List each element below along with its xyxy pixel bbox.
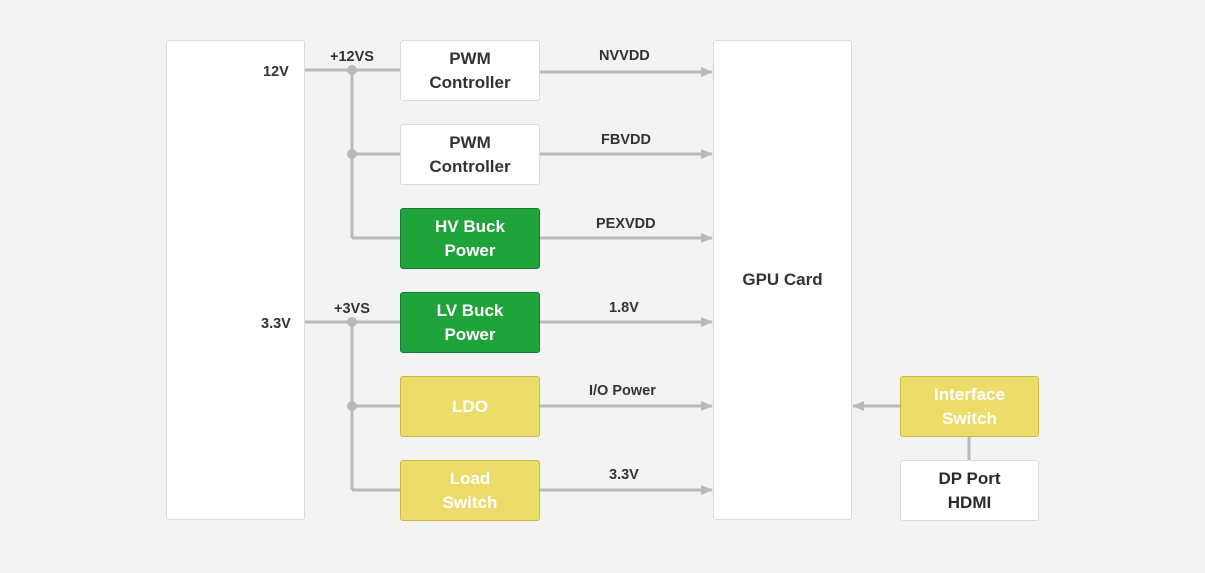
gpu-card-label: GPU Card — [742, 270, 823, 289]
power-source-block — [166, 40, 305, 520]
junction-dot — [347, 317, 357, 327]
rail-12v-label: 12V — [263, 64, 289, 80]
output-label-1v8: 1.8V — [609, 300, 639, 316]
output-label-nvvdd: NVVDD — [599, 48, 650, 64]
output-label-io-power: I/O Power — [589, 383, 656, 399]
junction-dot — [347, 401, 357, 411]
converter-label: HV Buck Power — [435, 216, 505, 260]
bus-3vs-label: +3VS — [334, 301, 370, 317]
bus-12vs-label: +12VS — [330, 49, 374, 65]
junction-dot — [347, 65, 357, 75]
converter-label: Load Switch — [442, 468, 498, 512]
output-label-3v3: 3.3V — [609, 467, 639, 483]
converter-label: LV Buck Power — [436, 300, 504, 344]
converter-label: PWM Controller — [429, 48, 511, 92]
dp-hdmi-ports: DP Port HDMI — [900, 460, 1039, 521]
output-label-pexvdd: PEXVDD — [596, 216, 656, 232]
ldo: LDO — [400, 376, 540, 437]
interface-switch: Interface Switch — [900, 376, 1039, 437]
converter-label: PWM Controller — [429, 132, 511, 176]
pwm-controller-nvvdd: PWM Controller — [400, 40, 540, 101]
pwm-controller-fbvdd: PWM Controller — [400, 124, 540, 185]
lv-buck-power: LV Buck Power — [400, 292, 540, 353]
interface-switch-label: Interface Switch — [934, 384, 1005, 428]
ports-label: DP Port HDMI — [938, 468, 1001, 512]
output-label-fbvdd: FBVDD — [601, 132, 651, 148]
gpu-card: GPU Card — [713, 40, 852, 520]
hv-buck-power: HV Buck Power — [400, 208, 540, 269]
converter-label: LDO — [452, 396, 488, 416]
junction-dot — [347, 149, 357, 159]
load-switch: Load Switch — [400, 460, 540, 521]
rail-3v3-label: 3.3V — [261, 316, 291, 332]
